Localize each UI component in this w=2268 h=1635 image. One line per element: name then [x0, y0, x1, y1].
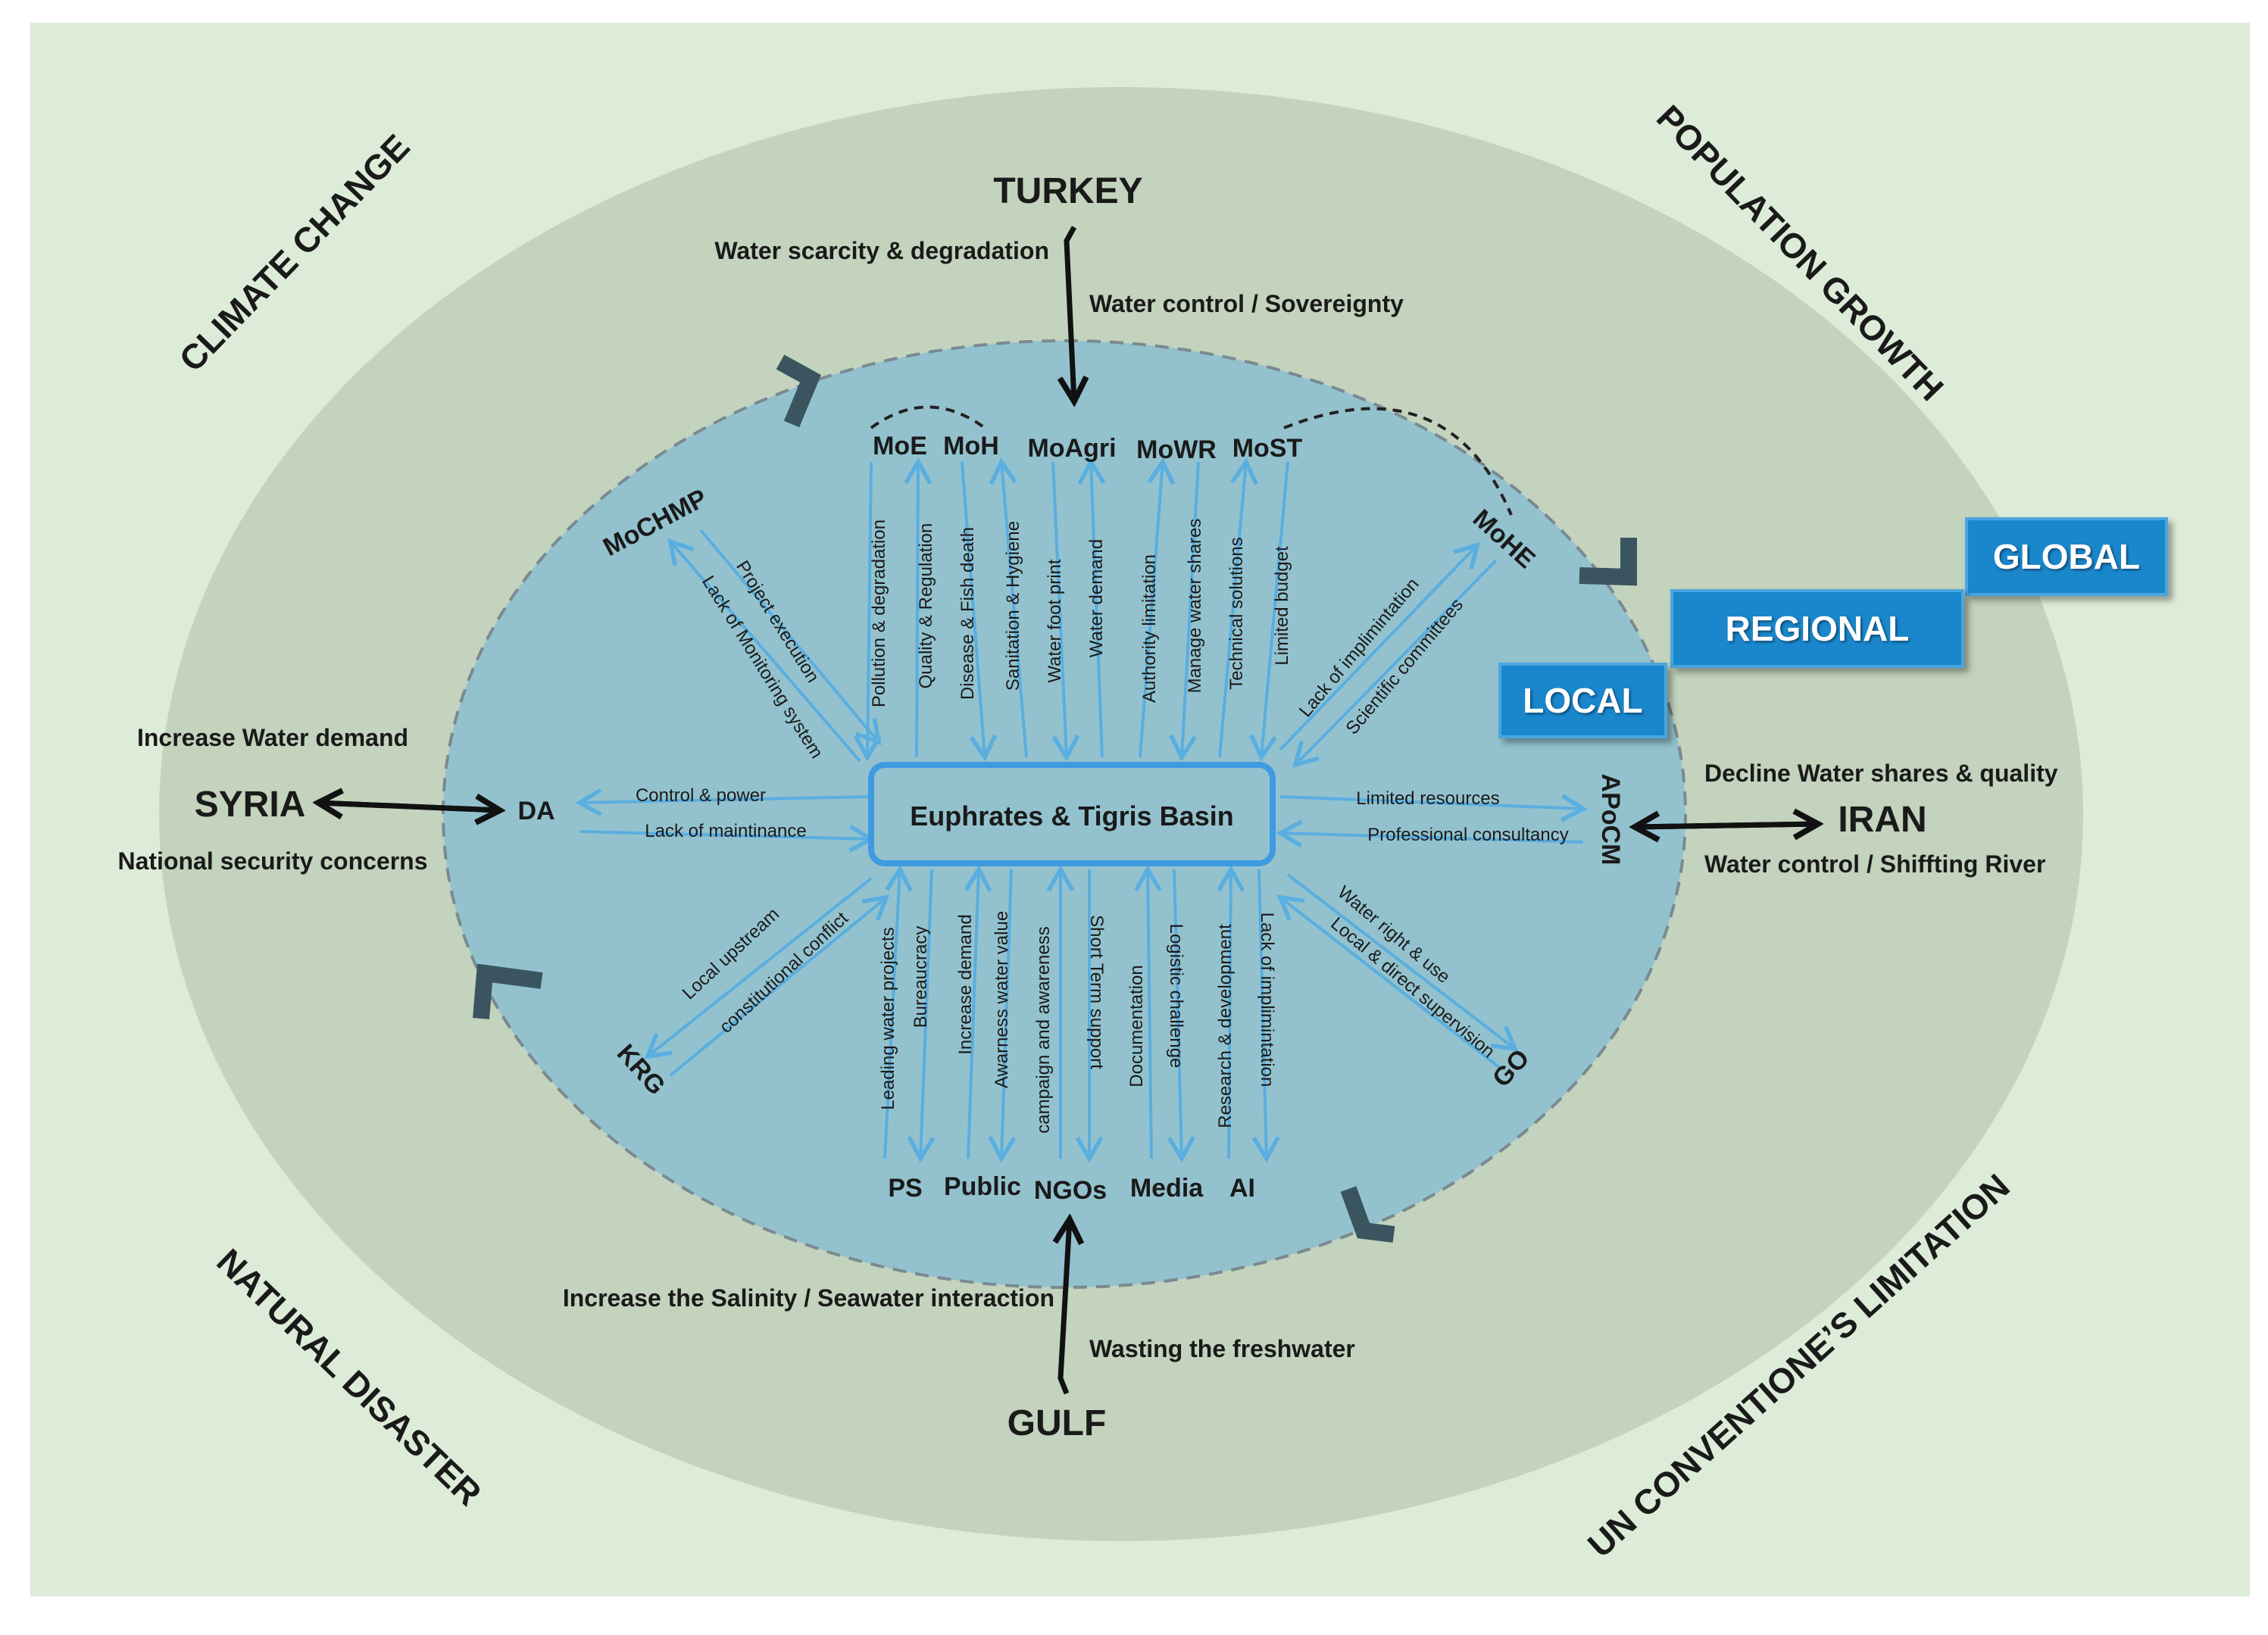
arrow-krg-in	[669, 894, 890, 1077]
stakeholder-ps: PS	[888, 1174, 922, 1203]
syria-name: SYRIA	[195, 785, 306, 825]
rotation-marker-bottom-right	[1340, 1186, 1395, 1243]
stakeholder-apocm: APoCM	[1596, 774, 1625, 866]
syria-issue-top: Increase Water demand	[137, 724, 408, 751]
gulf-issue-left: Increase the Salinity / Seawater interac…	[563, 1284, 1054, 1312]
link-ngos-1: campaign and awareness	[1033, 926, 1054, 1134]
gulf-arrow	[1061, 1219, 1070, 1395]
link-moagri-1: Water foot print	[1045, 559, 1065, 683]
stakeholder-mowr: MoWR	[1136, 435, 1217, 464]
turkey-issue-right: Water control / Sovereignty	[1089, 290, 1404, 317]
level-local: LOCAL	[1498, 663, 1667, 738]
arrow-apocm-out	[1279, 794, 1588, 822]
arrow-apocm-in	[1276, 819, 1584, 848]
arrow-go-out	[1286, 873, 1519, 1052]
iran-issue-top: Decline Water shares & quality	[1704, 760, 2058, 787]
syria-issue-bottom: National security concerns	[117, 847, 427, 875]
arrow-go-in	[1276, 894, 1501, 1069]
turkey-arrow	[1067, 226, 1074, 401]
iran-arrow-right	[1634, 824, 1818, 827]
stakeholder-arrows	[575, 457, 1588, 1163]
link-ps-2: Bureaucracy	[911, 926, 931, 1028]
arrow-krg-out	[644, 877, 873, 1059]
syria-arrow-right	[317, 803, 500, 810]
stakeholder-ngos: NGOs	[1034, 1176, 1107, 1205]
link-most-1: Technical solutions	[1226, 537, 1247, 689]
stakeholder-moe: MoE	[873, 432, 927, 460]
arrow-ps-out	[883, 865, 914, 1159]
arrow-ai-out	[1217, 865, 1245, 1159]
arrow-most-in	[1249, 461, 1289, 762]
link-moh-2: Sanitation & Hygiene	[1003, 521, 1023, 691]
link-ai-1: Research & development	[1215, 924, 1236, 1128]
link-da-2: Lack of maintinance	[645, 821, 806, 841]
arrow-moagri-in	[1077, 457, 1106, 758]
arrow-media-out	[1133, 865, 1162, 1159]
arrow-public-out	[964, 865, 992, 1159]
arrow-public-in	[988, 869, 1017, 1163]
arrow-da-in	[579, 824, 876, 853]
arrow-ps-in	[907, 869, 936, 1163]
stakeholder-da: DA	[517, 797, 555, 825]
link-mowr-2: Manage water shares	[1185, 519, 1205, 694]
arrow-moh-out	[961, 461, 998, 762]
stakeholder-moagri: MoAgri	[1027, 434, 1116, 463]
link-ai-2: Lack of implimintation	[1257, 913, 1277, 1087]
center-label: Euphrates & Tigris Basin	[910, 800, 1233, 832]
stakeholder-most: MoST	[1232, 434, 1303, 463]
link-ps-1: Leading water projects	[878, 927, 898, 1109]
link-apocm-2: Professional consultancy	[1367, 825, 1568, 845]
rotation-marker-bottom-left	[473, 963, 543, 1019]
rotation-marker-top-right	[1579, 538, 1637, 586]
iran-name: IRAN	[1838, 800, 1926, 840]
level-regional: REGIONAL	[1670, 589, 1964, 668]
arrow-da-out	[575, 788, 872, 816]
iran-issue-bottom: Water control / Shiffting River	[1704, 850, 2045, 878]
link-da-1: Control & power	[636, 785, 766, 806]
center-box	[868, 762, 1276, 866]
link-moh-1: Disease & Fish death	[957, 527, 978, 700]
link-apocm-1: Limited resources	[1356, 788, 1499, 809]
arrow-mowr-in	[1169, 461, 1200, 762]
arrow-moe-out	[853, 461, 882, 762]
link-media-2: Logistic challenge	[1166, 924, 1186, 1069]
group-arc-moe-moh	[870, 405, 986, 429]
link-moe-1: Pollution & degradation	[869, 520, 889, 707]
link-most-2: Limited budget	[1272, 546, 1292, 666]
arrow-mowr-out	[1139, 457, 1176, 758]
arrow-ai-in	[1251, 869, 1280, 1163]
arrow-mohe-in	[1292, 559, 1498, 769]
link-ngos-2: Short Term support	[1086, 915, 1107, 1069]
link-media-1: Documentation	[1126, 965, 1147, 1087]
stakeholder-moh: MoH	[943, 432, 999, 460]
arrow-moe-in	[904, 457, 933, 758]
turkey-name: TURKEY	[993, 171, 1142, 211]
level-global: GLOBAL	[1965, 517, 2168, 596]
link-mowr-1: Authority limitation	[1139, 554, 1160, 703]
arrow-moh-in	[989, 457, 1028, 758]
gulf-issue-right: Wasting the freshwater	[1089, 1335, 1355, 1362]
stakeholder-public: Public	[944, 1172, 1021, 1201]
link-moagri-2: Water demand	[1086, 539, 1107, 658]
arrow-most-out	[1218, 457, 1258, 758]
link-public-1: Increase demand	[955, 914, 976, 1054]
arrow-mochmp-out	[667, 538, 861, 763]
link-moe-2: Quality & Regulation	[916, 523, 936, 689]
turkey-issue-left: Water scarcity & degradation	[714, 237, 1049, 264]
stakeholder-ai: AI	[1229, 1174, 1255, 1203]
gulf-name: GULF	[1007, 1403, 1107, 1443]
arrow-media-in	[1167, 869, 1195, 1163]
arrow-moagri-out	[1051, 461, 1080, 762]
arrow-mochmp-in	[699, 529, 882, 746]
rotation-marker-top-left	[776, 354, 821, 428]
arrow-mohe-out	[1279, 541, 1480, 751]
stakeholder-media: Media	[1130, 1174, 1204, 1203]
link-public-2: Awarness water value	[992, 911, 1012, 1088]
